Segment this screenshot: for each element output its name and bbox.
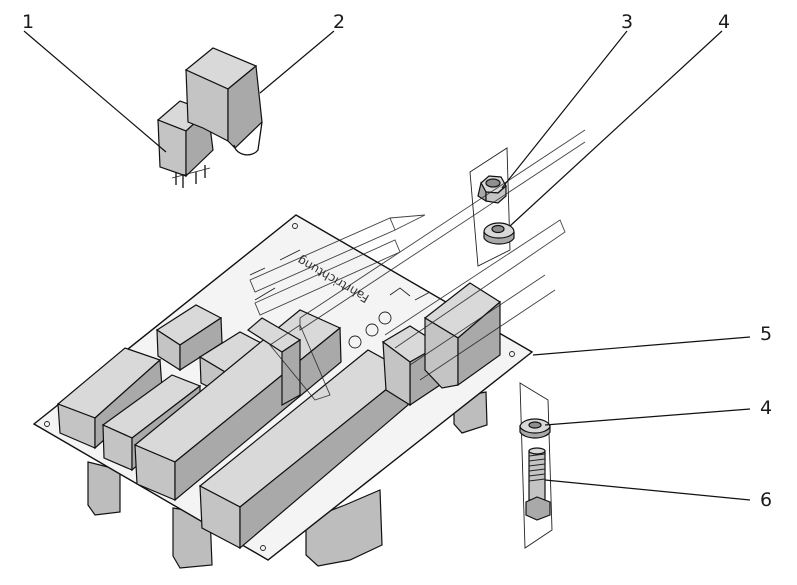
callout-5: 5 bbox=[760, 323, 772, 345]
bolt-part-6 bbox=[525, 447, 551, 521]
callout-1: 1 bbox=[22, 11, 34, 33]
relay-part-2 bbox=[184, 47, 263, 156]
washer-part-4-bottom bbox=[519, 418, 551, 439]
block-small-1 bbox=[155, 304, 223, 372]
callout-4-bottom: 4 bbox=[760, 397, 772, 419]
callout-4-top: 4 bbox=[718, 11, 730, 33]
callout-6: 6 bbox=[760, 489, 772, 511]
board-legs bbox=[87, 391, 488, 569]
washer-bolt-group bbox=[519, 382, 553, 549]
block-tall-back bbox=[246, 317, 302, 407]
callout-2: 2 bbox=[333, 11, 345, 33]
washer-part-4-top bbox=[483, 222, 515, 245]
block-far-right bbox=[423, 282, 502, 389]
block-bottom-long bbox=[198, 349, 410, 550]
leader-lines bbox=[23, 30, 751, 501]
callout-3: 3 bbox=[621, 11, 633, 33]
watermark-logo bbox=[249, 129, 586, 401]
nut-washer-group bbox=[469, 147, 515, 267]
nut-part-3 bbox=[477, 175, 507, 204]
callout-labels: 1 2 3 4 5 4 6 bbox=[22, 11, 772, 511]
relay-blocks bbox=[56, 282, 502, 550]
